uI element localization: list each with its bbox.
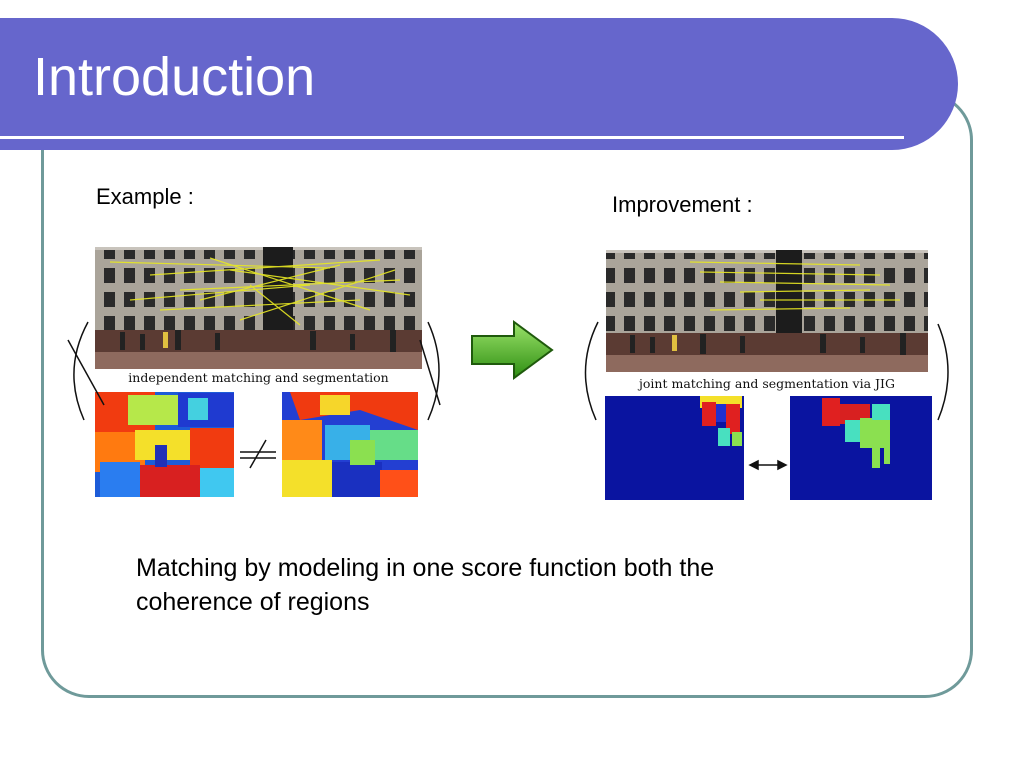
not-equal-icon <box>240 439 276 469</box>
example-label: Example : <box>96 184 194 209</box>
right-segmentation-a <box>605 396 744 500</box>
title-bar <box>0 18 958 150</box>
left-segmentation-a <box>95 392 234 497</box>
right-curved-arrows <box>584 321 949 421</box>
green-arrow-icon <box>471 320 554 380</box>
caption-left: independent matching and segmentation <box>95 369 422 387</box>
caption-right: joint matching and segmentation via JIG <box>606 375 928 393</box>
double-arrow-icon <box>748 459 788 471</box>
right-segmentation-b <box>790 396 932 500</box>
body-text: Matching by modeling in one score functi… <box>136 554 715 616</box>
left-street-photo <box>95 247 422 369</box>
slide-title: Introduction <box>33 47 316 107</box>
title-underline <box>0 136 904 139</box>
right-street-photo <box>606 250 928 372</box>
left-segmentation-b <box>282 392 418 497</box>
left-curved-arrows <box>67 321 441 421</box>
improvement-label: Improvement : <box>612 192 753 217</box>
